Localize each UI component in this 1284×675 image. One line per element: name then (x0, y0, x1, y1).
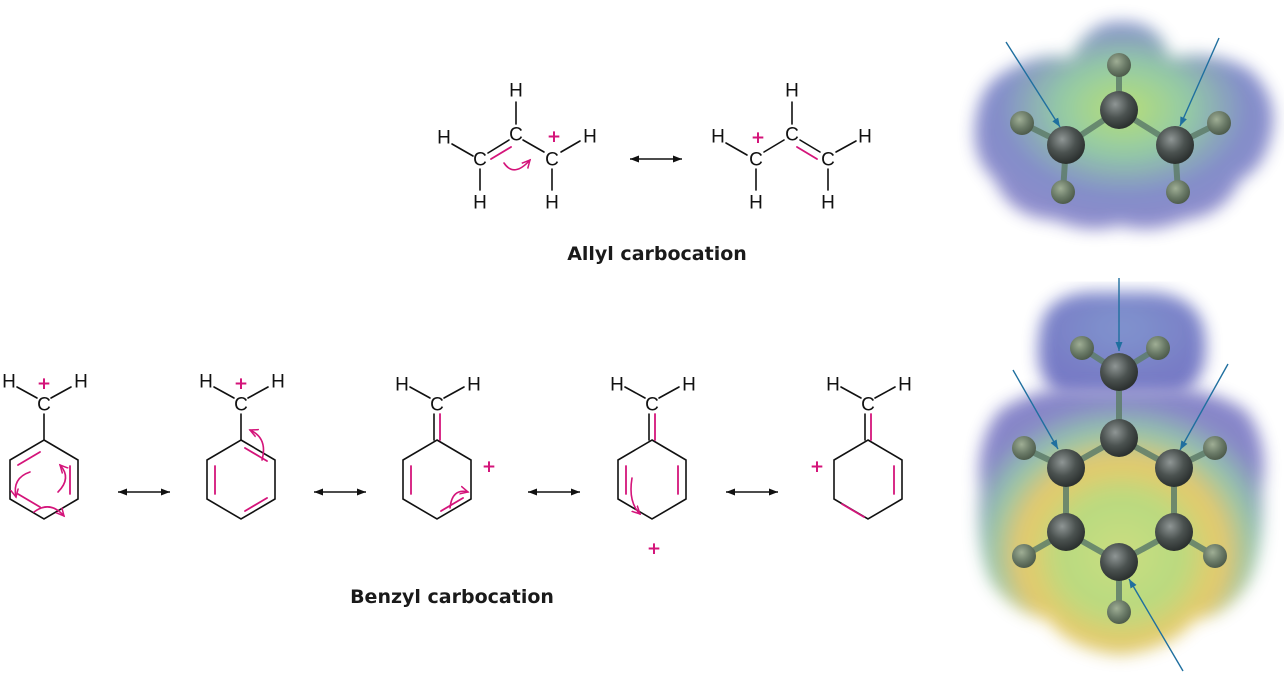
positive-charge: + (234, 374, 248, 394)
h-atom: H (74, 372, 88, 393)
h-atom: H (437, 128, 451, 149)
hydrogen-atom-ball (1107, 600, 1131, 624)
curved-arrow-icon (33, 506, 64, 516)
c-atom: C (37, 395, 51, 416)
curved-arrow-icon (15, 471, 31, 497)
hydrogen-atom-ball (1070, 336, 1094, 360)
curved-arrow-icon (250, 430, 265, 461)
positive-charge: + (751, 128, 765, 148)
h-atom: H (785, 81, 799, 102)
benzyl-structure-2: C H H + (199, 372, 285, 520)
hydrogen-atom-ball (1010, 111, 1034, 135)
hydrogen-atom-ball (1166, 180, 1190, 204)
c-atom: C (473, 150, 487, 171)
carbon-atom-ball (1100, 419, 1138, 457)
curved-arrow-icon (630, 477, 640, 514)
carbon-atom-ball (1047, 126, 1085, 164)
positive-charge: + (547, 127, 561, 147)
h-atom: H (199, 372, 213, 393)
c-atom: C (545, 150, 559, 171)
c-atom: C (509, 125, 523, 146)
pointer-line (1128, 578, 1184, 672)
positive-charge: + (37, 374, 51, 394)
hydrogen-atom-ball (1107, 53, 1131, 77)
hydrogen-atom-ball (1203, 544, 1227, 568)
allyl-caption: Allyl carbocation (567, 243, 747, 265)
c-atom: C (821, 150, 835, 171)
hydrogen-atom-ball (1051, 180, 1075, 204)
hydrogen-atom-ball (1012, 544, 1036, 568)
carbon-atom-ball (1155, 449, 1193, 487)
h-atom: H (610, 375, 624, 396)
curved-arrow-icon (449, 491, 468, 509)
h-atom: H (271, 372, 285, 393)
h-atom: H (682, 375, 696, 396)
carbon-atom-ball (1100, 543, 1138, 581)
c-atom: C (861, 395, 875, 416)
allyl-structure-2: H C H H C C H H + (711, 81, 872, 214)
carbon-atom-ball (1047, 449, 1085, 487)
positive-charge: + (647, 539, 661, 559)
curved-arrow-icon (503, 160, 530, 171)
benzyl-electrostatic-potential-map (978, 278, 1264, 672)
h-atom: H (583, 127, 597, 148)
h-atom: H (509, 81, 523, 102)
curved-arrow-icon (57, 465, 66, 493)
h-atom: H (749, 193, 763, 214)
hydrogen-atom-ball (1012, 436, 1036, 460)
h-atom: H (2, 372, 16, 393)
h-atom: H (821, 193, 835, 214)
positive-charge: + (810, 457, 824, 477)
hydrogen-atom-ball (1146, 336, 1170, 360)
carbon-atom-ball (1155, 513, 1193, 551)
allyl-electrostatic-potential-map (974, 21, 1274, 230)
carbon-atom-ball (1156, 126, 1194, 164)
pointer-line (1179, 363, 1229, 451)
pointer-line (1012, 369, 1059, 450)
benzyl-structure-4: C H H + (610, 375, 696, 560)
benzyl-structure-1: C H H + (2, 372, 88, 520)
h-atom: H (395, 375, 409, 396)
benzyl-structure-3: C H H + (395, 375, 496, 520)
c-atom: C (234, 395, 248, 416)
h-atom: H (473, 193, 487, 214)
pointer-line (1005, 41, 1061, 128)
benzyl-caption: Benzyl carbocation (350, 586, 554, 608)
h-atom: H (898, 375, 912, 396)
h-atom: H (545, 193, 559, 214)
c-atom: C (645, 395, 659, 416)
h-atom: H (711, 127, 725, 148)
pointer-line (1179, 37, 1220, 127)
carbon-atom-ball (1100, 91, 1138, 129)
c-atom: C (785, 125, 799, 146)
h-atom: H (467, 375, 481, 396)
h-atom: H (858, 127, 872, 148)
hydrogen-atom-ball (1203, 436, 1227, 460)
c-atom: C (430, 395, 444, 416)
positive-charge: + (482, 457, 496, 477)
allyl-structure-1: H C H H C C H H + (437, 81, 597, 214)
c-atom: C (749, 150, 763, 171)
carbon-atom-ball (1047, 513, 1085, 551)
h-atom: H (826, 375, 840, 396)
hydrogen-atom-ball (1207, 111, 1231, 135)
benzyl-structure-5: C H H + (810, 375, 912, 520)
carbon-atom-ball (1100, 353, 1138, 391)
